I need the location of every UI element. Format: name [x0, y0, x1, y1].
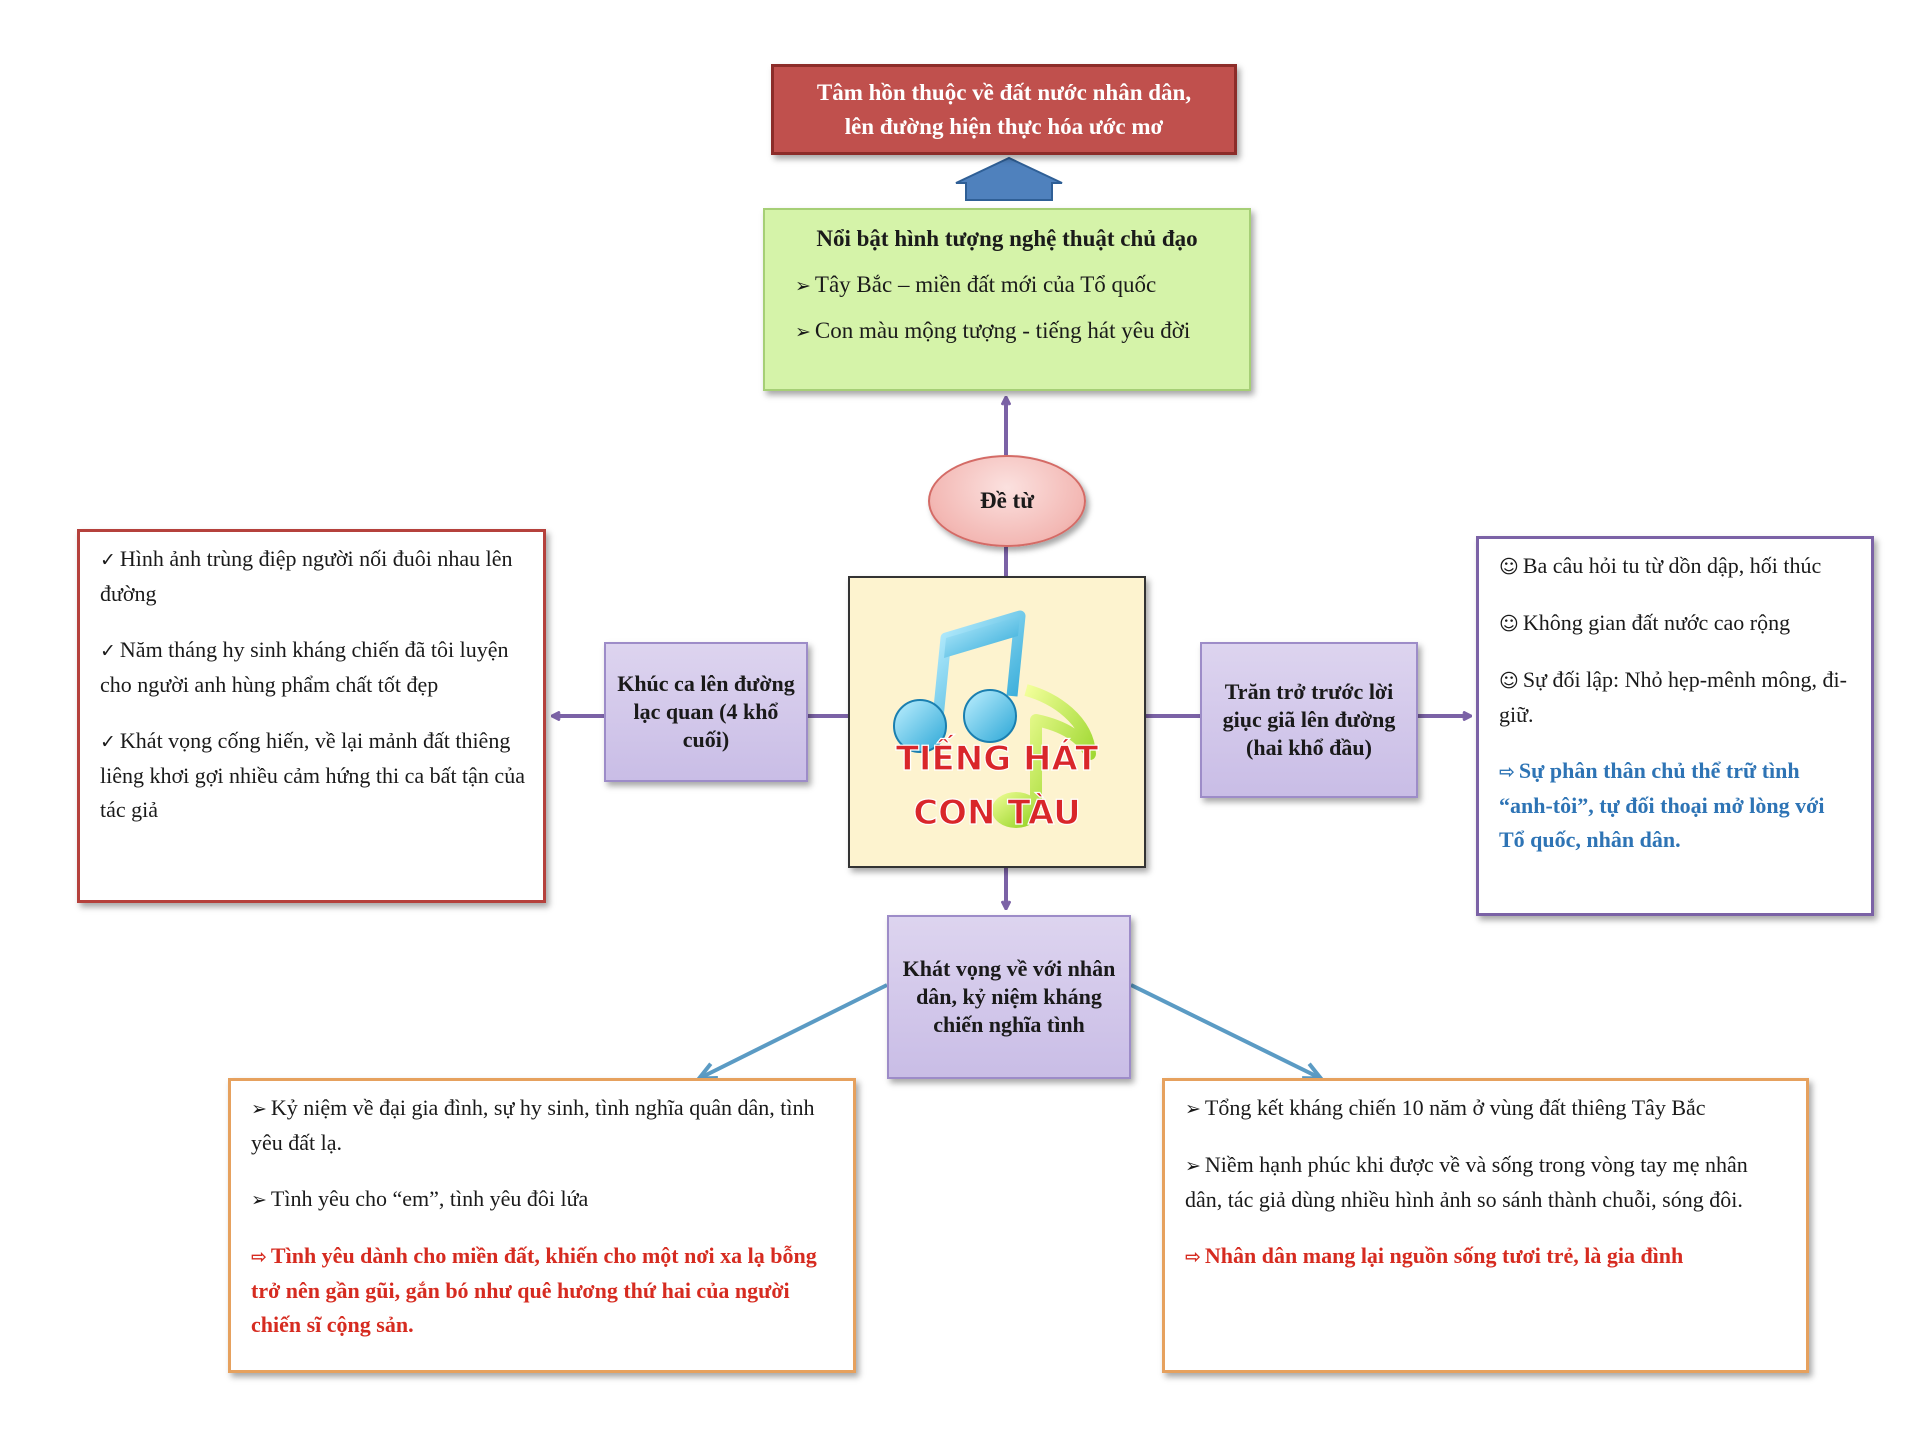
right-section-label: Trăn trở trước lời giục giã lên đường (h…: [1200, 642, 1418, 798]
list-item: ➢Kỷ niệm về đại gia đình, sự hy sinh, tì…: [251, 1095, 815, 1155]
check-icon: ✓: [100, 549, 116, 571]
top-summary-line1: Tâm hồn thuộc về đất nước nhân dân,: [816, 79, 1192, 105]
list-item: ☺Sự đối lập: Nhỏ hẹp-mênh mông, đi-giữ.: [1499, 667, 1847, 727]
left-detail-box: ✓Hình ảnh trùng điệp người nối đuôi nhau…: [77, 529, 546, 903]
bottom-left-detail-box: ➢Kỷ niệm về đại gia đình, sự hy sinh, tì…: [228, 1078, 856, 1373]
arrow-bullet-icon: ➢: [251, 1189, 267, 1211]
bottom-left-conclusion: ⇨Tình yêu dành cho miền đất, khiến cho m…: [251, 1243, 817, 1337]
bottom-right-conclusion: ⇨Nhân dân mang lại nguồn sống tươi trẻ, …: [1185, 1243, 1684, 1268]
list-item: ✓Năm tháng hy sinh kháng chiến đã tôi lu…: [100, 637, 509, 697]
bottom-section-label: Khát vọng về với nhân dân, kỷ niệm kháng…: [887, 915, 1131, 1079]
right-detail-box: ☺Ba câu hỏi tu từ dồn dập, hối thúc ☺Khô…: [1476, 536, 1874, 916]
arrow-right-icon: ⇨: [1499, 761, 1515, 783]
art-image-title: Nổi bật hình tượng nghệ thuật chủ đạo: [816, 226, 1198, 251]
list-item: ✓Khát vọng cống hiến, về lại mảnh đất th…: [100, 728, 525, 822]
arrow-bullet-icon: ➢: [795, 321, 811, 343]
check-icon: ✓: [100, 640, 116, 662]
block-arrow-up-icon: [955, 156, 1063, 201]
left-section-label: Khúc ca lên đường lạc quan (4 khổ cuối): [604, 642, 808, 782]
art-image-item: ➢Con màu mộng tượng - tiếng hát yêu đời: [795, 318, 1191, 343]
list-item: ✓Hình ảnh trùng điệp người nối đuôi nhau…: [100, 546, 513, 606]
arrow-bullet-icon: ➢: [1185, 1155, 1201, 1177]
bottom-right-detail-box: ➢Tổng kết kháng chiến 10 năm ở vùng đất …: [1162, 1078, 1809, 1373]
epigraph-label: Đề từ: [979, 488, 1035, 513]
link-bottom-left: [700, 983, 888, 1078]
smiley-icon: ☺: [1499, 556, 1519, 578]
center-title-box: TIẾNG HÁT CON TÀU: [848, 576, 1146, 868]
art-image-box: Nổi bật hình tượng nghệ thuật chủ đạo ➢T…: [763, 208, 1251, 391]
epigraph-ellipse: Đề từ: [928, 455, 1086, 547]
list-item: ☺Ba câu hỏi tu từ dồn dập, hối thúc: [1499, 553, 1822, 578]
list-item: ☺Không gian đất nước cao rộng: [1499, 610, 1791, 635]
arrow-right-icon: ⇨: [251, 1246, 267, 1268]
arrow-right-icon: ⇨: [1185, 1246, 1201, 1268]
list-item: ➢Tổng kết kháng chiến 10 năm ở vùng đất …: [1185, 1095, 1706, 1120]
arrow-bullet-icon: ➢: [251, 1098, 267, 1120]
arrow-bullet-icon: ➢: [1185, 1098, 1201, 1120]
art-image-item: ➢Tây Bắc – miền đất mới của Tổ quốc: [795, 272, 1157, 297]
link-bottom-right: [1130, 983, 1320, 1078]
music-notes-icon: TIẾNG HÁT CON TÀU: [893, 610, 1100, 834]
center-title-line2: CON TÀU: [913, 792, 1081, 833]
list-item: ➢Tình yêu cho “em”, tình yêu đôi lứa: [251, 1186, 589, 1211]
smiley-icon: ☺: [1499, 670, 1519, 692]
arrow-bullet-icon: ➢: [795, 275, 811, 297]
smiley-icon: ☺: [1499, 613, 1519, 635]
list-item: ➢Niềm hạnh phúc khi được về và sống tron…: [1185, 1152, 1748, 1212]
check-icon: ✓: [100, 731, 116, 753]
top-summary-line2: lên đường hiện thực hóa ước mơ: [844, 113, 1164, 139]
top-summary-box: Tâm hồn thuộc về đất nước nhân dân, lên …: [771, 64, 1237, 155]
right-conclusion: ⇨Sự phân thân chủ thể trữ tình “anh-tôi”…: [1499, 758, 1825, 852]
center-title-line1: TIẾNG HÁT: [896, 734, 1099, 779]
